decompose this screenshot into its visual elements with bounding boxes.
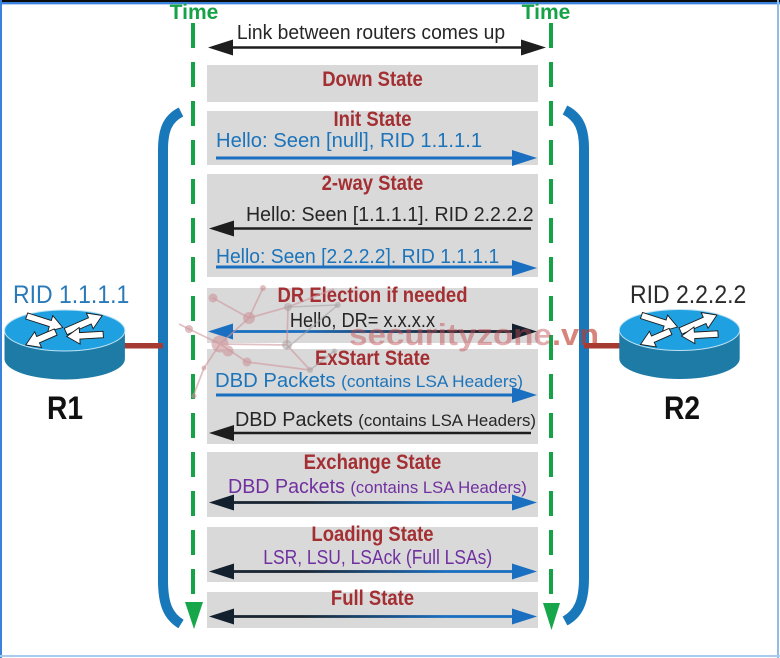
svg-text:securityzone: securityzone [349,317,552,352]
svg-text:.vn: .vn [552,317,599,352]
